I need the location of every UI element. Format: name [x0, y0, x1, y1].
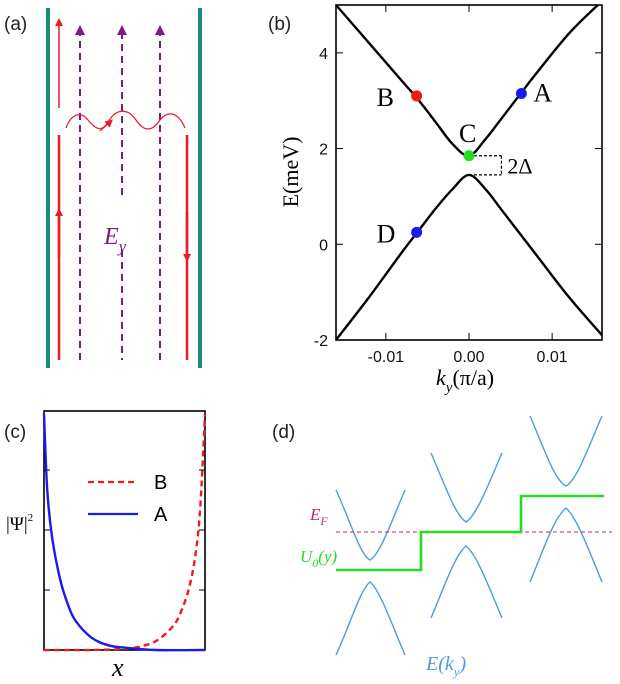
gap-label: 2Δ: [507, 153, 532, 178]
dirac-cones: [335, 415, 603, 656]
lower-band-curve: [335, 173, 603, 341]
panel-b-label: (b): [268, 14, 291, 35]
scattering-wave: [65, 110, 186, 130]
band-point-label-b: B: [377, 83, 394, 112]
legend-a-label: A: [154, 504, 168, 526]
band-xtick-label: 0.01: [537, 349, 568, 366]
field-label: Ey: [103, 224, 127, 256]
band-point-a: [515, 88, 527, 100]
band-point-d: [411, 226, 423, 238]
gap-bracket: [469, 155, 503, 176]
band-point-c: [463, 150, 475, 162]
band-point-label-a: A: [533, 79, 552, 108]
cone-2-upper: [430, 452, 503, 523]
band-xtick-label: -0.01: [368, 349, 405, 366]
band-point-label-c: C: [459, 119, 476, 148]
panel-a-label: (a): [4, 14, 27, 35]
band-ylabel: E(meV): [278, 137, 303, 208]
panel-b: (b) -0.01 0.00 0.01 -2 0 2 4 2Δ A B C D E(meV) ky…: [268, 4, 603, 396]
fermi-label: EF: [309, 505, 328, 528]
band-ytick-label: 0: [319, 237, 328, 254]
band-ytick-label: -2: [314, 333, 328, 350]
cone-3-lower: [529, 507, 603, 583]
band-xlabel: ky(π/a): [436, 365, 494, 396]
panel-c-label: (c): [4, 422, 26, 443]
dispersion-label: E(ky): [425, 653, 467, 679]
scattering-arrow: [99, 119, 113, 132]
band-point-b: [411, 90, 423, 102]
panel-d-label: (d): [272, 422, 295, 443]
cone-3-upper: [529, 415, 603, 487]
series-b-curve: [43, 413, 207, 652]
potential-label: U0(y): [300, 547, 337, 570]
psi-xlabel: x: [111, 653, 124, 682]
band-xtick-label: 0.00: [453, 349, 484, 366]
wavefunction-legend: B A: [88, 472, 168, 526]
band-plot-ticks: -0.01 0.00 0.01 -2 0 2 4: [314, 5, 602, 366]
panel-c: (c) B A |Ψ|2 x: [4, 410, 207, 682]
band-points: A B C D: [377, 79, 553, 249]
panel-a: (a) Ey: [4, 8, 202, 368]
potential-step-line: [336, 494, 604, 572]
band-ytick-label: 2: [319, 142, 328, 159]
panel-d: (d) EF U0(y) E(ky): [272, 415, 612, 679]
legend-b-label: B: [154, 472, 167, 494]
wavefunction-ticks: [44, 469, 205, 591]
cone-2-lower: [430, 545, 503, 619]
cone-1-lower: [335, 581, 406, 656]
band-point-label-d: D: [377, 219, 396, 248]
psi-ylabel: |Ψ|2: [6, 512, 33, 535]
series-a-curve: [42, 413, 206, 652]
cone-1-upper: [335, 489, 406, 561]
field-lines: [75, 25, 165, 360]
band-ytick-label: 4: [319, 46, 328, 63]
